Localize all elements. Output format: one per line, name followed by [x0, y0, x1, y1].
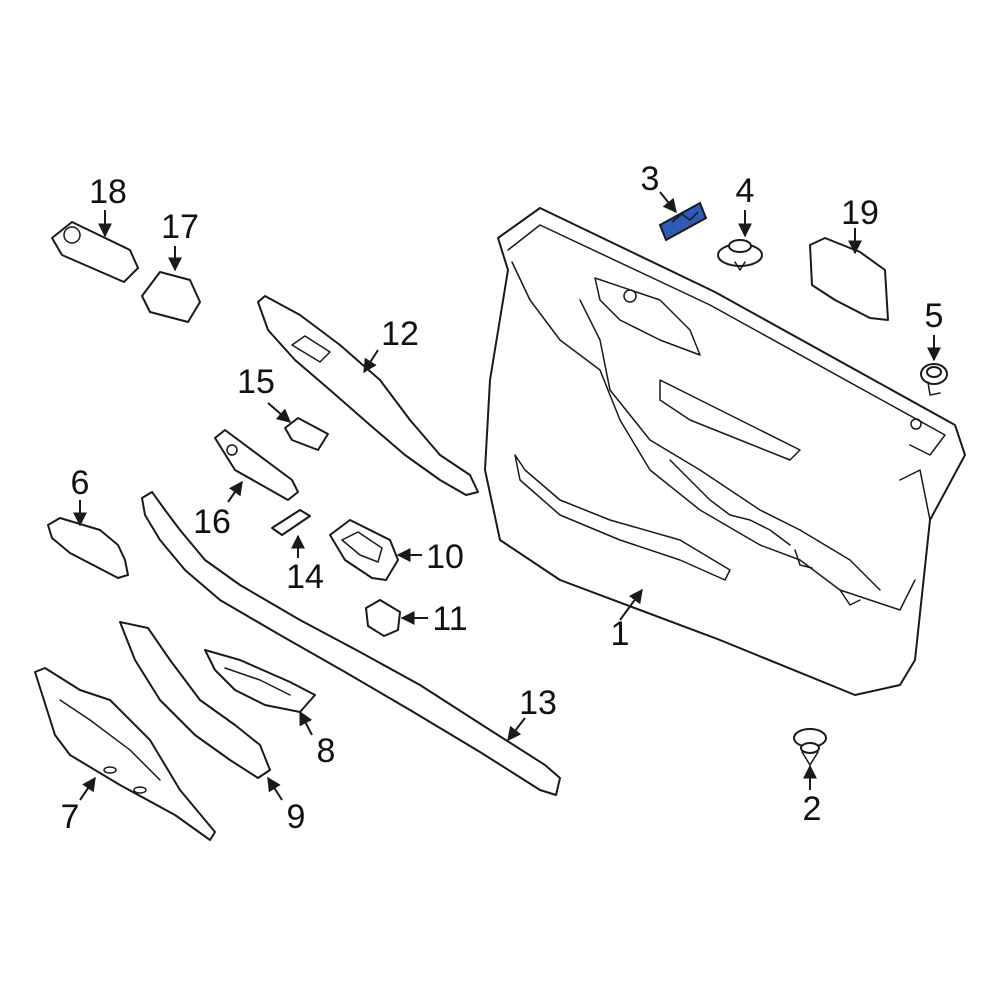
- callout-17[interactable]: 17: [161, 208, 199, 246]
- part-11-clip-bracket[interactable]: [365, 599, 401, 637]
- part-2-clip[interactable]: [793, 728, 827, 766]
- part-7-lower-trim[interactable]: [34, 667, 216, 841]
- part-16-switch-panel[interactable]: [214, 429, 299, 501]
- callout-3[interactable]: 3: [641, 160, 660, 198]
- part-9-armrest[interactable]: [119, 621, 271, 779]
- part-10-handle-bezel[interactable]: [329, 519, 399, 581]
- callout-13[interactable]: 13: [519, 684, 557, 722]
- part-15-switch[interactable]: [284, 417, 329, 451]
- leader-3: [659, 191, 677, 214]
- callout-5[interactable]: 5: [925, 297, 944, 335]
- part-12-upper-trim[interactable]: [257, 295, 479, 496]
- part-6-cover[interactable]: [47, 517, 129, 579]
- leader-13: [507, 717, 526, 742]
- part-13-trim-strip[interactable]: [141, 491, 561, 796]
- part-17-switch[interactable]: [141, 271, 201, 323]
- leader-8: [299, 710, 313, 736]
- callout-15[interactable]: 15: [237, 363, 275, 401]
- part-3-bracket-highlighted[interactable]: [658, 201, 708, 242]
- callout-8[interactable]: 8: [317, 732, 336, 770]
- part-1-door-trim-panel[interactable]: [484, 207, 966, 696]
- part-4-grommet[interactable]: [717, 239, 763, 271]
- callout-16[interactable]: 16: [193, 503, 231, 541]
- leader-1: [619, 588, 643, 621]
- part-19-cover[interactable]: [809, 237, 889, 321]
- callout-10[interactable]: 10: [426, 538, 464, 576]
- callout-12[interactable]: 12: [381, 315, 419, 353]
- part-18-window-switch[interactable]: [51, 221, 139, 283]
- part-14-bracket[interactable]: [271, 509, 311, 536]
- callout-labels: 1 2 3 4 5 6 7 8 9 10 11 12 13 14 15 16 1…: [61, 160, 944, 836]
- callout-6[interactable]: 6: [71, 464, 90, 502]
- callout-4[interactable]: 4: [736, 172, 755, 210]
- callout-19[interactable]: 19: [841, 194, 879, 232]
- part-5-plug[interactable]: [920, 363, 948, 396]
- callout-2[interactable]: 2: [803, 790, 822, 828]
- leader-16: [227, 480, 243, 503]
- leader-9: [267, 776, 283, 801]
- callout-14[interactable]: 14: [286, 558, 324, 596]
- leader-15: [267, 402, 292, 423]
- leader-7: [79, 776, 96, 801]
- callout-9[interactable]: 9: [287, 798, 306, 836]
- callout-1[interactable]: 1: [611, 615, 630, 653]
- callout-leaders: [73, 191, 941, 801]
- callout-18[interactable]: 18: [89, 173, 127, 211]
- callout-7[interactable]: 7: [61, 798, 80, 836]
- leader-12: [363, 349, 379, 374]
- part-8-pull-cup[interactable]: [204, 649, 316, 713]
- callout-11[interactable]: 11: [432, 600, 467, 638]
